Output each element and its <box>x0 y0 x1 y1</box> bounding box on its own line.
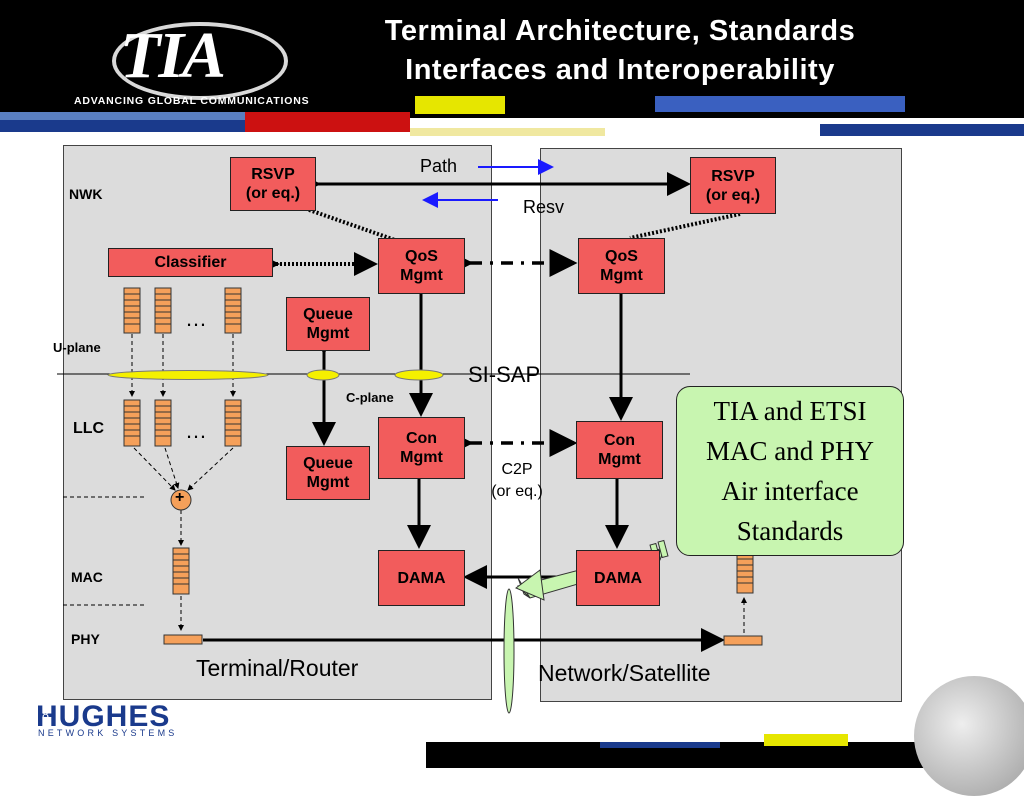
standards-callout: TIA and ETSI MAC and PHY Air interface S… <box>676 386 904 556</box>
layer-llc: LLC <box>73 420 105 437</box>
header-strip-navy-right <box>820 124 1024 136</box>
header-strip-blue-right <box>655 96 905 112</box>
hughes-subtitle: NETWORK SYSTEMS <box>38 728 178 738</box>
footer-strip-yellow <box>764 734 848 746</box>
globe-icon <box>914 676 1024 796</box>
queue-mgmt-top-box: Queue Mgmt <box>286 297 370 351</box>
queue-stack-4 <box>123 399 141 447</box>
callout-line-1: TIA and ETSI <box>713 396 867 426</box>
si-sap-label: SI-SAP <box>468 362 541 387</box>
terminal-qos-box: QoS Mgmt <box>378 238 465 294</box>
sap-ellipse-queue <box>306 369 340 381</box>
tia-logo-ring <box>112 22 288 100</box>
classifier-box: Classifier <box>108 248 273 277</box>
mux-plus: + <box>175 489 185 506</box>
sap-ellipse-uplane <box>107 370 269 380</box>
hughes-logo: HUGHES <box>36 700 171 733</box>
queue-stack-5 <box>154 399 172 447</box>
resv-label: Resv <box>523 197 565 217</box>
callout-line-3: Air interface <box>721 476 859 506</box>
phy-block-right <box>723 635 763 646</box>
sap-ellipse-cplane <box>394 369 444 381</box>
callout-line-4: Standards <box>736 516 844 546</box>
terminal-dama-box: DAMA <box>378 550 465 606</box>
header-strip-black-right <box>905 96 1024 112</box>
queue-stacks <box>123 287 763 646</box>
queue-stack-1 <box>123 287 141 334</box>
layer-phy: PHY <box>71 631 100 647</box>
path-label: Path <box>420 156 458 176</box>
page-number: 8 <box>42 708 49 723</box>
callout-arrow-head <box>515 569 545 601</box>
layer-uplane: U-plane <box>53 340 101 355</box>
terminal-con-box: Con Mgmt <box>378 417 465 479</box>
ellipsis-bottom: … <box>185 418 207 443</box>
queue-stack-6 <box>224 399 242 447</box>
queue-stack-3 <box>224 287 242 334</box>
network-rsvp-box: RSVP (or eq.) <box>690 157 776 214</box>
header-strip-cream <box>410 128 605 136</box>
title-line-1: Terminal Architecture, Standards <box>384 15 856 47</box>
layer-nwk: NWK <box>69 186 103 202</box>
queue-stack-mac <box>172 547 190 595</box>
queue-stack-2 <box>154 287 172 334</box>
ellipsis-top: … <box>185 306 207 331</box>
terminal-rsvp-box: RSVP (or eq.) <box>230 157 316 211</box>
c2p-label: C2P (or eq.) <box>491 461 543 500</box>
layer-mac: MAC <box>71 569 103 585</box>
header-strip-navy <box>0 120 245 132</box>
header-strip-yellow <box>415 96 505 114</box>
callout-line-2: MAC and PHY <box>705 436 874 466</box>
header-strip-red <box>245 112 410 132</box>
queue-mgmt-bottom-box: Queue Mgmt <box>286 446 370 500</box>
footer-strip-navy <box>600 742 720 748</box>
network-dama-box: DAMA <box>576 550 660 606</box>
network-con-box: Con Mgmt <box>576 421 663 479</box>
rsvp-qos-right <box>629 212 741 240</box>
terminal-router-label: Terminal/Router <box>196 655 359 681</box>
mux-circle <box>170 489 192 511</box>
phy-block-left <box>163 634 203 645</box>
layer-cplane: C-plane <box>346 390 394 405</box>
header-strip-blue <box>0 112 245 120</box>
air-interface-ellipse <box>503 588 515 714</box>
tia-tagline: ADVANCING GLOBAL COMMUNICATIONS <box>74 95 310 107</box>
network-satellite-label: Network/Satellite <box>538 660 711 686</box>
page-title: Terminal Architecture, Standards Interfa… <box>300 12 940 90</box>
network-qos-box: QoS Mgmt <box>578 238 665 294</box>
title-line-2: Interfaces and Interoperability <box>405 54 835 86</box>
